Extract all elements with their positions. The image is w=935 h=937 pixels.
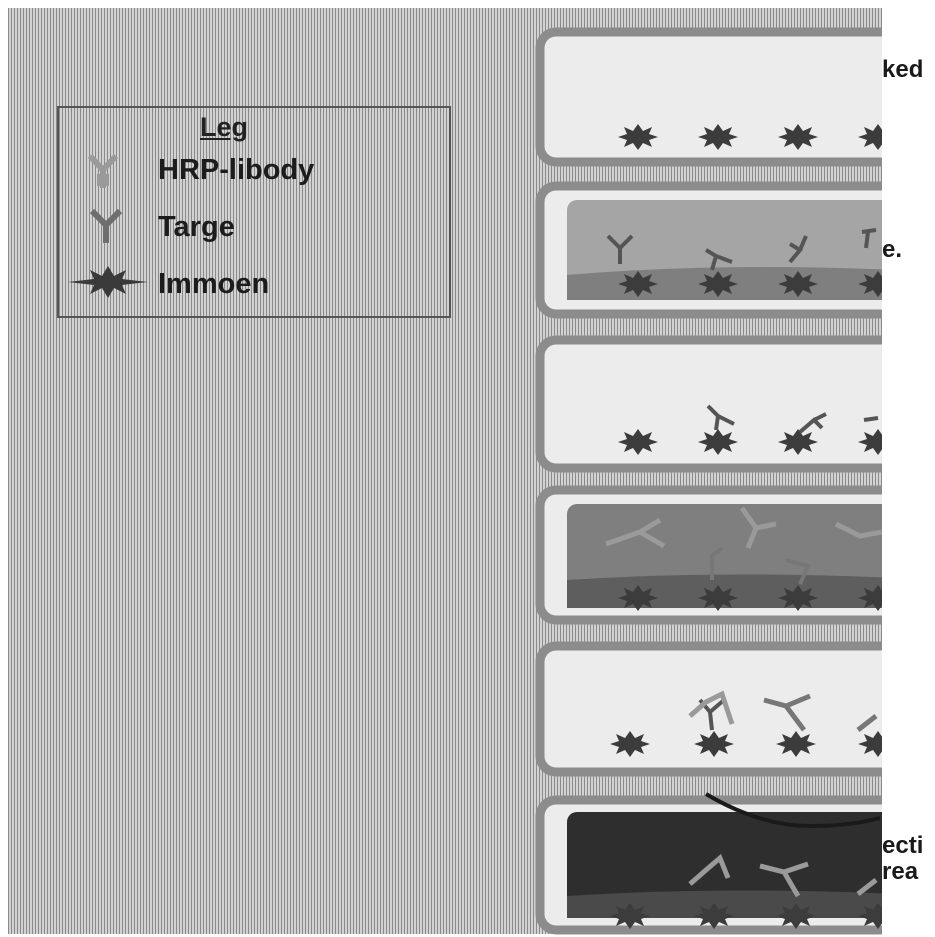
well-step-1 bbox=[540, 32, 920, 162]
well-step-3 bbox=[540, 340, 920, 468]
step1-text: ked bbox=[882, 56, 923, 84]
well-step-2 bbox=[540, 186, 920, 314]
target-antibody-icon bbox=[864, 418, 878, 420]
step2-text: e. bbox=[882, 236, 902, 264]
well-step-4 bbox=[540, 490, 920, 620]
step6-text-line2: rea bbox=[882, 858, 918, 886]
well-step-5 bbox=[540, 646, 920, 772]
step6-text-line1: ecti bbox=[882, 832, 923, 860]
well-step-6 bbox=[540, 794, 920, 930]
